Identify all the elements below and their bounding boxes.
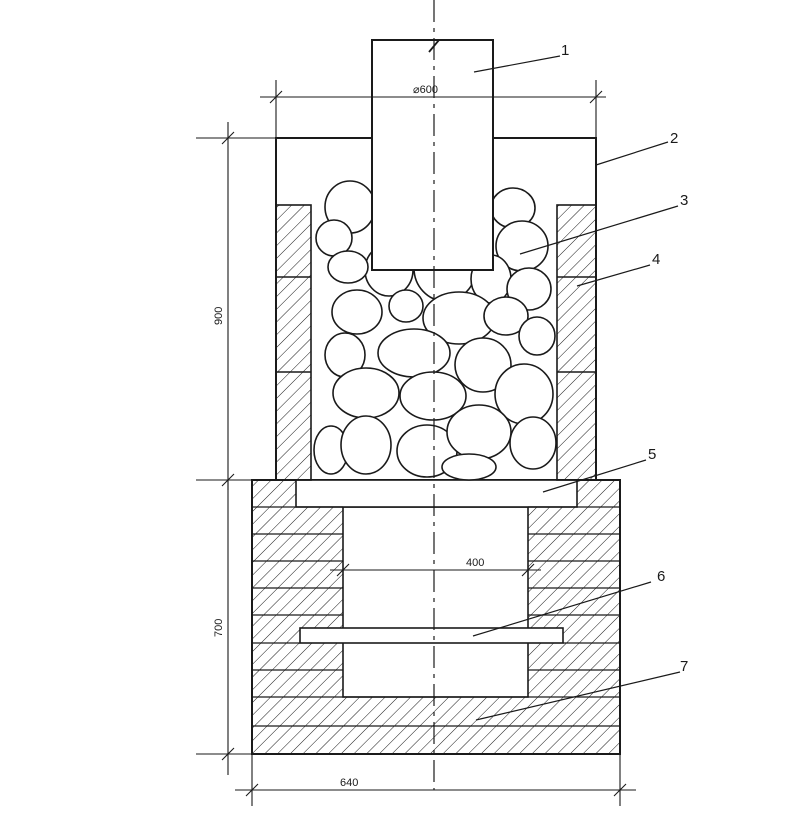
grate-plate bbox=[299, 627, 564, 644]
base-brickwork bbox=[251, 479, 621, 755]
callout-2: 2 bbox=[670, 130, 678, 147]
callout-7: 7 bbox=[680, 658, 688, 675]
callout-3: 3 bbox=[680, 192, 688, 209]
side-brick-lining bbox=[275, 204, 597, 481]
dim-diameter-label: ⌀600 bbox=[413, 84, 438, 96]
dim-700-label: 700 bbox=[213, 619, 225, 637]
dim-900-label: 900 bbox=[213, 307, 225, 325]
dimension-lines bbox=[196, 80, 636, 806]
callout-leaders bbox=[472, 55, 681, 721]
callout-1: 1 bbox=[561, 42, 569, 59]
callout-5: 5 bbox=[648, 446, 656, 463]
dim-640-label: 640 bbox=[340, 777, 358, 789]
callout-6: 6 bbox=[657, 568, 665, 585]
dim-400-label: 400 bbox=[466, 557, 484, 569]
firebox-opening bbox=[342, 506, 529, 698]
chimney-pipe bbox=[371, 39, 494, 271]
callout-4: 4 bbox=[652, 251, 660, 268]
top-slab bbox=[295, 479, 578, 508]
